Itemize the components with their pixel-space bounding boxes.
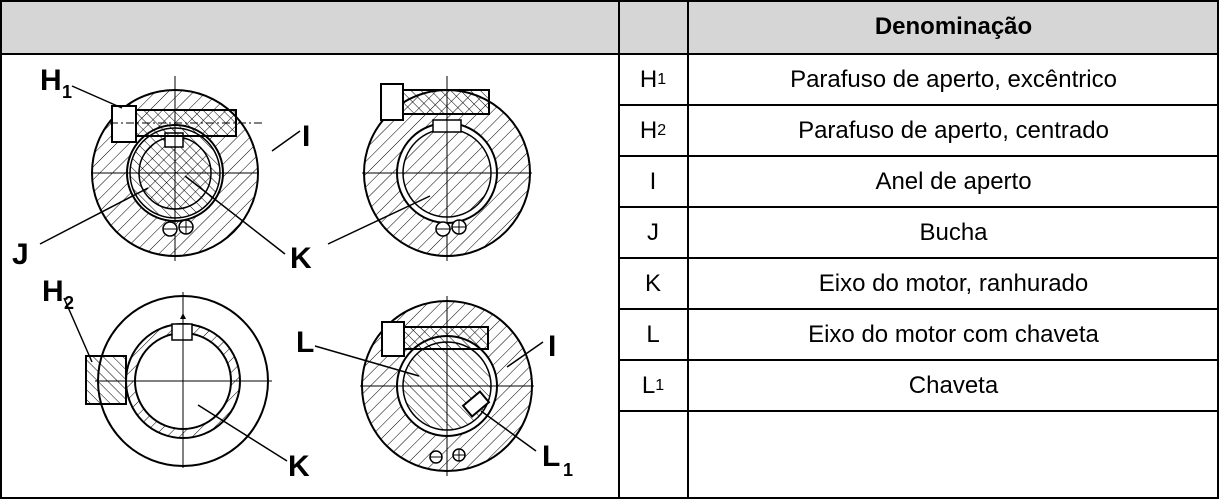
- ring-bushing-view: [362, 76, 532, 261]
- border-left: [0, 0, 2, 499]
- table-row-description: Bucha: [919, 219, 988, 246]
- label-h2-sub: 2: [64, 293, 74, 313]
- table-row-description: Anel de aperto: [875, 168, 1032, 195]
- header-title: Denominação: [874, 13, 1033, 40]
- label-h1-sub: 1: [62, 82, 72, 102]
- row-divider: [618, 155, 1219, 157]
- row-divider: [618, 359, 1219, 361]
- label-k-top: K: [290, 242, 312, 275]
- label-l: L: [296, 326, 314, 359]
- border-bottom: [0, 497, 1219, 499]
- row-divider: [618, 308, 1219, 310]
- label-j: J: [12, 238, 29, 271]
- column-divider-1: [618, 0, 620, 499]
- table-row-description: Chaveta: [908, 372, 999, 399]
- row-divider: [618, 257, 1219, 259]
- table-row-code: I: [649, 168, 657, 195]
- table-row-code: K: [644, 270, 661, 297]
- row-divider: [618, 104, 1219, 106]
- table-row-description: [690, 412, 1217, 497]
- ring-keyed-shaft-view: [360, 296, 534, 476]
- label-k-bottom: K: [288, 450, 310, 483]
- label-i-bottom: I: [548, 330, 556, 363]
- clamping-ring-drawing: H 1 I J K H 2 L I K L 1: [12, 64, 573, 483]
- table-row-description: Parafuso de aperto, centrado: [798, 117, 1109, 144]
- ring-eccentric-screw-view: [91, 76, 262, 261]
- table-row-code: [620, 412, 686, 497]
- border-right: [1217, 0, 1219, 499]
- label-l1-sub: 1: [563, 460, 573, 480]
- row-divider: [618, 206, 1219, 208]
- border-top: [0, 0, 1219, 2]
- row-divider: [618, 410, 1219, 412]
- ring-centered-screw-view: [85, 292, 272, 468]
- label-i-top: I: [302, 120, 310, 153]
- column-divider-2: [687, 0, 689, 499]
- label-l1: L: [542, 440, 560, 473]
- table-row-description: Eixo do motor, ranhurado: [818, 270, 1089, 297]
- leader-lines: [39, 85, 544, 462]
- table-row-description: Eixo do motor com chaveta: [808, 321, 1099, 348]
- table-row-code: L: [646, 321, 660, 348]
- table-header: [1, 1, 1218, 53]
- table-row-code: J: [647, 219, 659, 246]
- table-row-description: Parafuso de aperto, excêntrico: [790, 66, 1117, 93]
- label-h2: H: [42, 275, 64, 308]
- label-h1: H: [40, 64, 62, 97]
- header-divider: [0, 53, 1219, 55]
